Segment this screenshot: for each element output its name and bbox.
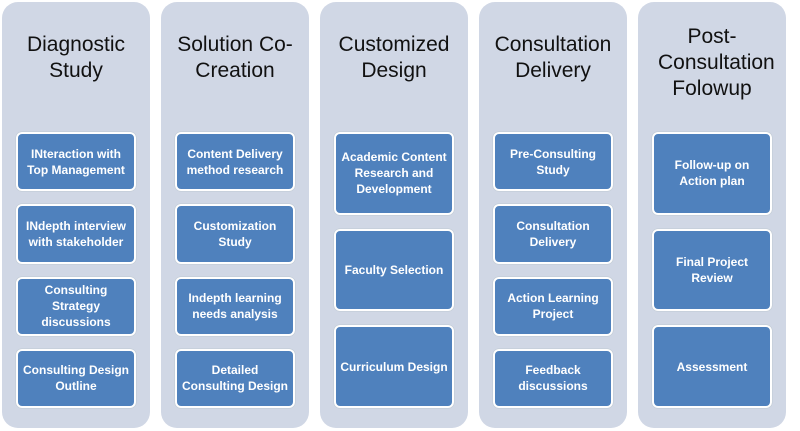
step-box: Detailed Consulting Design — [175, 348, 295, 408]
step-box: Content Delivery method research — [175, 132, 295, 192]
step-box: INteraction with Top Management — [16, 132, 136, 192]
step-box: Assessment — [652, 325, 772, 409]
step-box: Faculty Selection — [334, 228, 454, 312]
step-box: Follow-up on Action plan — [652, 132, 772, 215]
step-box: Consulting Strategy discussions — [16, 276, 136, 336]
phase-title: Customized Design — [338, 33, 450, 82]
phase-title: Consultation Delivery — [494, 33, 612, 82]
phase-title: Post-Consultation Folowup — [658, 25, 775, 100]
step-box: Academic Content Research and Developmen… — [334, 132, 454, 215]
step-box: INdepth interview with stakeholder — [16, 204, 136, 264]
step-box: Consulting Design Outline — [16, 348, 136, 408]
step-box: Customization Study — [175, 204, 295, 264]
step-box: Final Project Review — [652, 228, 772, 312]
step-box: Feedback discussions — [493, 348, 613, 408]
phase-title: Diagnostic Study — [26, 33, 126, 82]
step-box: Curriculum Design — [334, 325, 454, 409]
step-box: Pre-Consulting Study — [493, 132, 613, 192]
step-box: Consultation Delivery — [493, 204, 613, 264]
phase-title: Solution Co-Creation — [177, 33, 293, 82]
step-box: Indepth learning needs analysis — [175, 276, 295, 336]
step-box: Action Learning Project — [493, 276, 613, 336]
